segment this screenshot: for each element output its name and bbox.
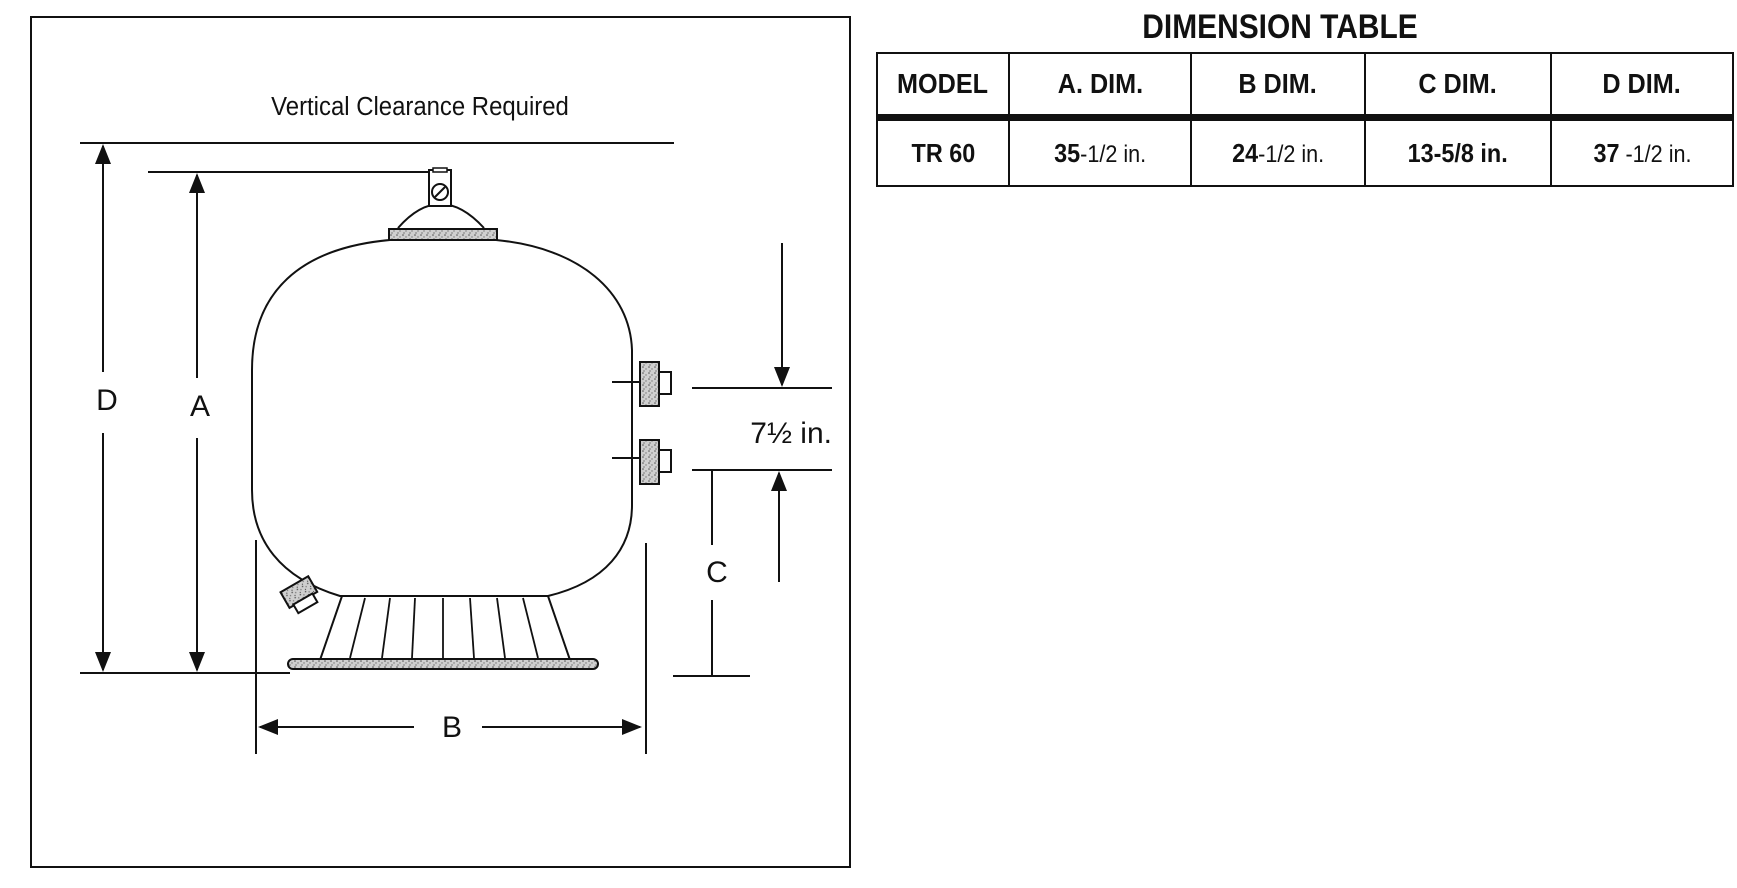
label-b: B bbox=[442, 711, 462, 744]
label-a: A bbox=[190, 390, 210, 423]
dimension-table: MODEL A. DIM. B DIM. C DIM. D DIM. TR 60… bbox=[876, 52, 1734, 187]
filter-base bbox=[287, 595, 599, 670]
dimension-table-title: DIMENSION TABLE bbox=[1142, 8, 1418, 46]
header-c-dim: C DIM. bbox=[1364, 52, 1552, 121]
filter-tank bbox=[251, 239, 633, 597]
cell-a-dim: 35-1/2 in. bbox=[1008, 116, 1192, 187]
label-c: C bbox=[706, 556, 728, 589]
header-model: MODEL bbox=[876, 52, 1010, 121]
table-header-row: MODEL A. DIM. B DIM. C DIM. D DIM. bbox=[876, 52, 1734, 121]
table-row: TR 60 35-1/2 in. 24-1/2 in. 13-5/8 in. 3… bbox=[876, 116, 1734, 187]
cell-model: TR 60 bbox=[876, 116, 1010, 187]
drain-plug bbox=[279, 574, 319, 615]
cell-b-dim: 24-1/2 in. bbox=[1190, 116, 1366, 187]
label-d: D bbox=[96, 384, 118, 417]
clearance-label: Vertical Clearance Required bbox=[271, 92, 569, 121]
label-port-spacing: 7½ in. bbox=[750, 417, 832, 450]
cell-d-dim: 37 -1/2 in. bbox=[1550, 116, 1734, 187]
filter-dimension-diagram: Vertical Clearance Required D A bbox=[30, 16, 851, 868]
lower-side-port bbox=[612, 439, 672, 485]
multiport-valve bbox=[388, 167, 498, 241]
header-b-dim: B DIM. bbox=[1190, 52, 1366, 121]
cell-c-dim: 13-5/8 in. bbox=[1364, 116, 1552, 187]
header-d-dim: D DIM. bbox=[1550, 52, 1734, 121]
diagram-frame bbox=[30, 16, 851, 868]
header-a-dim: A. DIM. bbox=[1008, 52, 1192, 121]
upper-side-port bbox=[612, 361, 672, 407]
